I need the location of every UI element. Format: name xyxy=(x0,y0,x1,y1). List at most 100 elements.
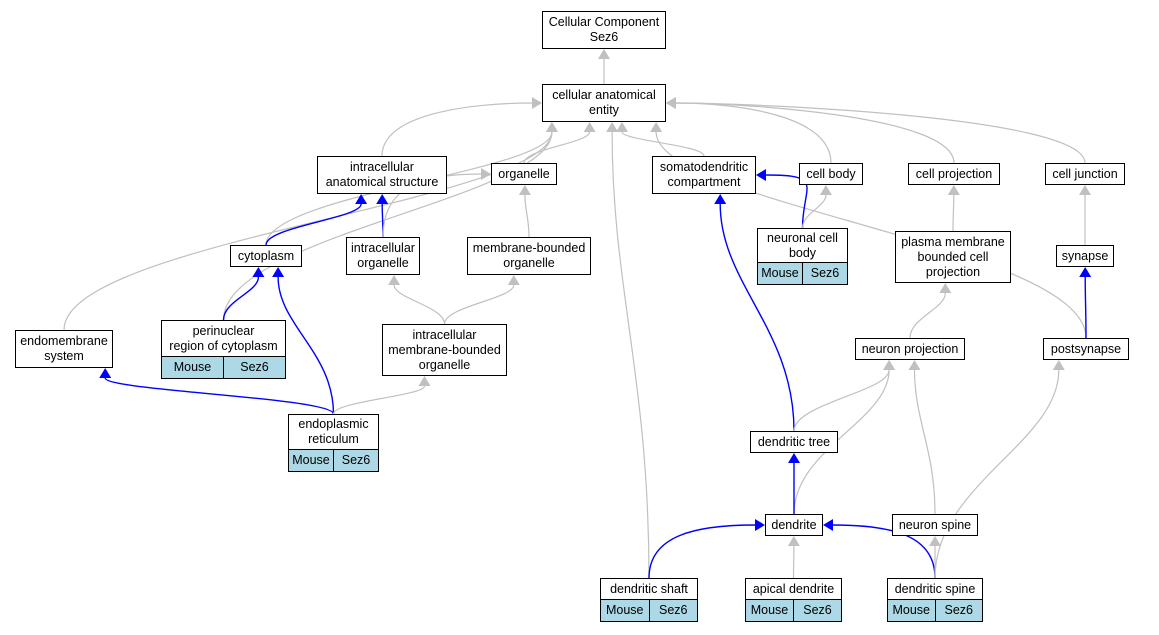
edge-ias-to-cae xyxy=(381,102,533,157)
edge-somato-to-cae xyxy=(621,131,705,157)
arrowhead xyxy=(787,536,800,546)
node-intracellular-anatomical-structure[interactable]: intracellular anatomical structure xyxy=(317,156,447,194)
organism-tag[interactable]: Mouse xyxy=(601,600,649,621)
edge-dshaft-to-cae xyxy=(611,131,650,579)
arrowhead xyxy=(666,97,676,109)
node-label: cytoplasm xyxy=(237,248,295,263)
organism-tag[interactable]: Mouse xyxy=(888,600,935,621)
node-organelle[interactable]: organelle xyxy=(491,163,557,185)
node-label: plasma membrane bounded cell projection xyxy=(901,234,1005,279)
node-neuronal-cell-body[interactable]: neuronal cell body Mouse Sez6 xyxy=(757,228,848,285)
arrowhead xyxy=(481,168,491,180)
node-cytoplasm[interactable]: cytoplasm xyxy=(230,245,302,267)
node-cellular-component[interactable]: Cellular Component Sez6 xyxy=(542,11,666,49)
arrowhead xyxy=(823,519,833,531)
node-dendrite[interactable]: dendrite xyxy=(765,514,823,536)
node-label: dendrite xyxy=(771,517,817,532)
organism-tag[interactable]: Mouse xyxy=(162,357,223,378)
node-dendritic-spine[interactable]: dendritic spine Mouse Sez6 xyxy=(887,578,983,622)
edge-ncb-to-cellbody xyxy=(801,194,827,229)
gene-tag[interactable]: Sez6 xyxy=(648,600,697,621)
node-label: intracellular organelle xyxy=(351,241,415,270)
node-plasma-membrane-bounded-cell-projection[interactable]: plasma membrane bounded cell projection xyxy=(895,231,1011,283)
edge-dtree-to-somato xyxy=(719,203,795,432)
node-postsynapse[interactable]: postsynapse xyxy=(1043,338,1129,360)
node-label: dendritic spine xyxy=(894,581,976,596)
arrowhead xyxy=(606,122,619,132)
node-intracellular-membrane-bounded-organelle[interactable]: intracellular membrane-bounded organelle xyxy=(382,324,507,376)
node-label: membrane-bounded organelle xyxy=(472,241,586,270)
arrowhead xyxy=(616,122,628,132)
edge-postsyn-to-synapse xyxy=(1084,276,1087,339)
arrowhead xyxy=(545,122,558,132)
node-label: somatodendritic compartment xyxy=(659,160,749,189)
arrowhead xyxy=(819,185,832,195)
node-intracellular-organelle[interactable]: intracellular organelle xyxy=(346,237,420,275)
node-somatodendritic-compartment[interactable]: somatodendritic compartment xyxy=(652,156,756,194)
arrowhead xyxy=(908,360,921,370)
node-cell-body[interactable]: cell body xyxy=(799,163,863,185)
organism-tag[interactable]: Mouse xyxy=(289,450,333,471)
node-dendritic-shaft[interactable]: dendritic shaft Mouse Sez6 xyxy=(600,578,698,622)
node-endomembrane-system[interactable]: endomembrane system xyxy=(15,330,113,368)
arrowhead xyxy=(883,360,896,370)
arrowhead xyxy=(1079,267,1092,277)
arrowhead xyxy=(532,97,542,109)
arrowhead xyxy=(518,185,531,195)
arrowhead xyxy=(1052,360,1065,370)
node-label: organelle xyxy=(498,166,550,181)
arrowhead xyxy=(355,194,368,204)
arrowhead xyxy=(272,267,285,277)
node-synapse[interactable]: synapse xyxy=(1056,245,1114,267)
edge-dshaft-to-dendrite xyxy=(648,524,756,579)
node-label: intracellular anatomical structure xyxy=(325,160,439,189)
edge-cytoplasm-to-ias xyxy=(265,203,362,246)
node-label: neuronal cell body xyxy=(767,230,838,260)
arrowhead xyxy=(376,194,389,204)
node-cell-projection[interactable]: cell projection xyxy=(908,163,1000,185)
arrowhead xyxy=(756,169,766,181)
node-cellular-anatomical-entity[interactable]: cellular anatomical entity xyxy=(542,84,666,122)
node-label: neuron spine xyxy=(898,517,972,532)
arrowhead xyxy=(99,368,112,378)
gene-tag[interactable]: Sez6 xyxy=(934,600,982,621)
organism-tag[interactable]: Mouse xyxy=(746,600,793,621)
arrowhead xyxy=(388,275,401,285)
node-label: dendritic tree xyxy=(757,434,831,449)
gene-tag[interactable]: Sez6 xyxy=(802,263,847,284)
edge-dendrite-to-neuproj xyxy=(793,369,890,515)
organism-tag[interactable]: Mouse xyxy=(758,263,802,284)
node-label: apical dendrite xyxy=(752,581,835,596)
node-label: cell junction xyxy=(1052,166,1118,181)
node-neuron-spine[interactable]: neuron spine xyxy=(892,514,978,536)
edge-perinuc-to-cae xyxy=(222,131,553,321)
edge-celljunc-to-cae xyxy=(675,102,1086,164)
node-label: Cellular Component Sez6 xyxy=(548,15,660,44)
node-label: cell projection xyxy=(915,166,993,181)
node-dendritic-tree[interactable]: dendritic tree xyxy=(750,431,838,453)
edge-neuproj-to-pmbcp xyxy=(909,292,946,339)
arrowhead xyxy=(788,453,800,463)
arrowhead xyxy=(755,519,765,531)
node-membrane-bounded-organelle[interactable]: membrane-bounded organelle xyxy=(467,237,591,275)
node-label: synapse xyxy=(1061,248,1109,263)
gene-tag[interactable]: Sez6 xyxy=(793,600,841,621)
node-label: perinuclear region of cytoplasm xyxy=(169,323,278,353)
edge-dspine-to-postsyn xyxy=(934,369,1060,579)
edge-er-to-endomem xyxy=(104,377,335,415)
gene-tag[interactable]: Sez6 xyxy=(333,450,378,471)
arrowhead xyxy=(252,267,265,277)
arrowhead xyxy=(598,49,610,59)
node-cell-junction[interactable]: cell junction xyxy=(1045,163,1125,185)
node-endoplasmic-reticulum[interactable]: endoplasmic reticulum Mouse Sez6 xyxy=(288,414,379,472)
arrowhead xyxy=(1079,185,1091,195)
arrowhead xyxy=(650,122,663,132)
node-perinuclear-region-of-cytoplasm[interactable]: perinuclear region of cytoplasm Mouse Se… xyxy=(161,320,286,379)
gene-tag[interactable]: Sez6 xyxy=(223,357,285,378)
node-apical-dendrite[interactable]: apical dendrite Mouse Sez6 xyxy=(745,578,842,622)
edge-perinuc-to-cytoplasm xyxy=(222,276,260,321)
node-neuron-projection[interactable]: neuron projection xyxy=(855,338,965,360)
arrowhead xyxy=(714,194,727,204)
node-label: endoplasmic reticulum xyxy=(298,417,369,446)
